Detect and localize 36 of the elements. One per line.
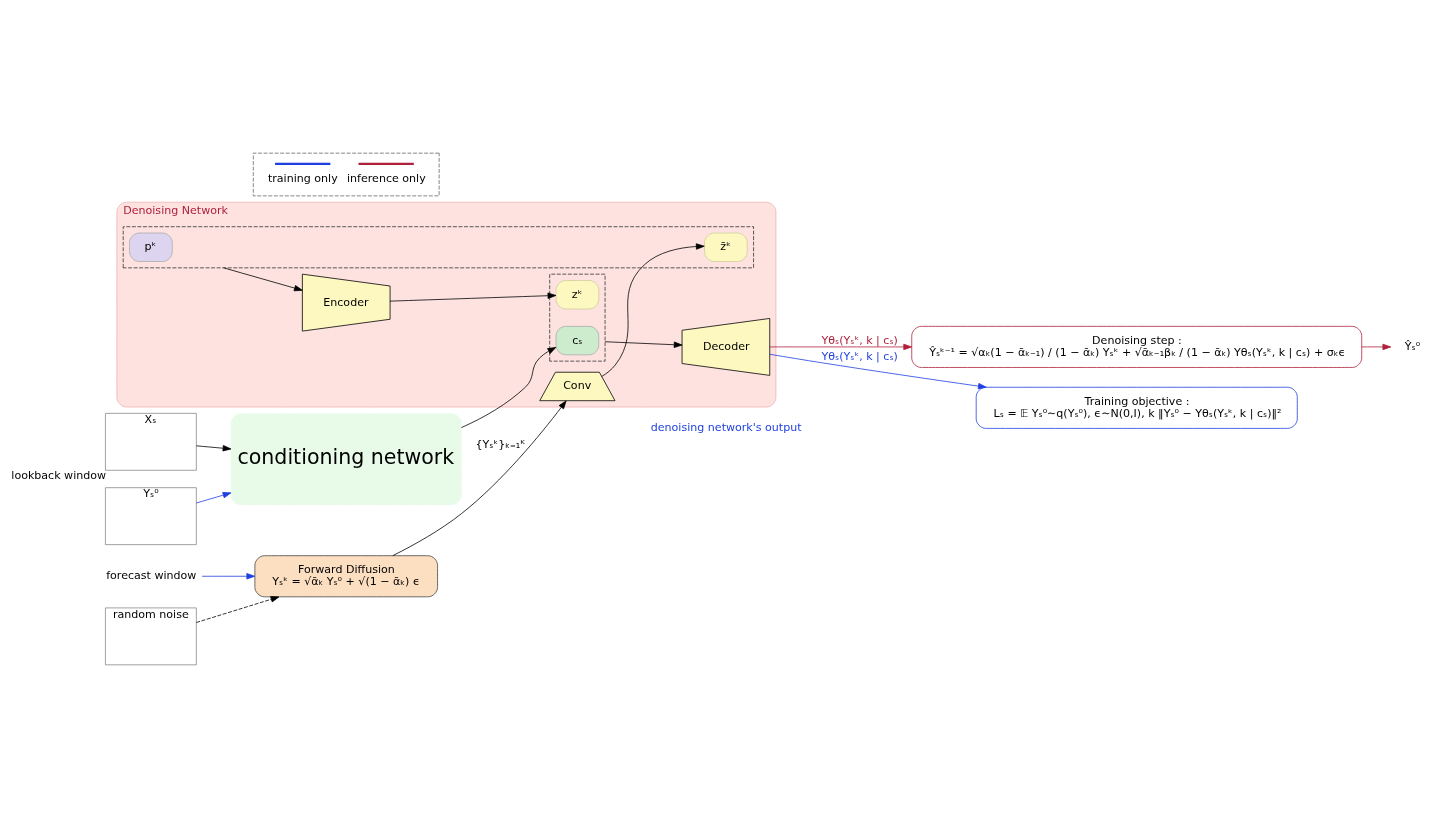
node-box: Training objective : Lₛ = 𝔼 Yₛ⁰∼q(Yₛ⁰), ϵ∼N(0,I), k ‖Yₛ⁰ − Yθₛ(Yₛᵏ, k | cₛ)‖² (975, 386, 1298, 429)
node-box: random noise (105, 607, 197, 665)
node-box: Yₛ⁰ (105, 486, 197, 545)
node-box: Xₛ (105, 412, 197, 471)
label: denoising network's output (650, 420, 802, 434)
node-box: cₛ (555, 325, 600, 355)
node-box: Denoising step : Ŷₛᵏ⁻¹ = √αₖ(1 − ᾱₖ₋₁) / (1 − ᾱₖ) Yₛᵏ + √ᾱₖ₋₁βₖ / (1 − ᾱₖ) Yθₛ(Yₛᵏ, k | cₛ) + σₖϵ (911, 325, 1363, 368)
cluster (122, 225, 754, 268)
node-box: zᵏ (555, 279, 600, 309)
legend-label: inference only (347, 171, 426, 185)
arrow (604, 340, 683, 348)
arrow (769, 343, 913, 350)
arrow (201, 572, 256, 579)
node-label: lookback window (11, 468, 107, 482)
edge-label: Yθₛ(Yₛᵏ, k | cₛ) (821, 333, 898, 347)
node-box: Forward Diffusion Yₛᵏ = √ᾱₖ Yₛ⁰ + √(1 − ᾱₖ) ϵ (254, 554, 438, 597)
arrow (223, 266, 303, 291)
arrow (392, 400, 567, 556)
arrow (195, 444, 232, 451)
node-box: pᵏ (129, 232, 173, 262)
node-text: Ŷₛ⁰ (1404, 339, 1421, 353)
arrow (769, 353, 987, 389)
arrow (389, 292, 557, 302)
legend-label: training only (267, 171, 338, 185)
node-box: Decoder (681, 317, 771, 376)
node-text: forecast window (106, 568, 197, 582)
edge-label: {Yₛᵏ}ₖ₌₁ᴷ (475, 437, 525, 451)
arrow (461, 346, 557, 428)
arrow (1361, 343, 1392, 350)
node-box: Encoder (302, 273, 391, 331)
node-box: conditioning network (230, 412, 462, 505)
node-box: z̄ᵏ (704, 232, 748, 262)
arrow (195, 595, 280, 623)
edge-label: Yθₛ(Yₛᵏ, k | cₛ) (821, 349, 898, 363)
arrow (195, 491, 232, 503)
arrow (601, 242, 705, 377)
